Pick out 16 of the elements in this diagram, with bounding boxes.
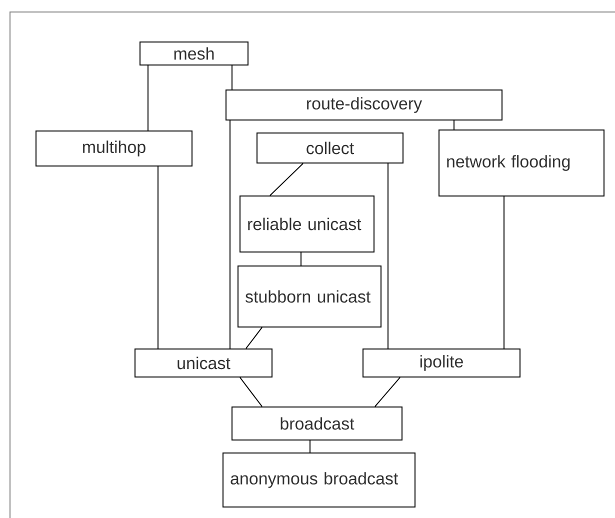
connector-line	[270, 162, 304, 196]
module-box: collect	[256, 132, 404, 164]
module-box: route-discovery	[226, 89, 502, 120]
module-box: reliable unicast	[240, 195, 374, 252]
module-box: anonymous broadcast	[222, 452, 416, 508]
module-box: broadcast	[232, 406, 402, 440]
module-box: stubborn unicast	[238, 266, 382, 328]
module-box: mesh	[140, 42, 248, 66]
connector-line	[300, 252, 302, 266]
module-box: multihop	[36, 130, 192, 166]
connector-line	[374, 376, 400, 407]
connector-line	[240, 376, 262, 407]
module-box: unicast	[134, 348, 272, 378]
module-box: network flooding	[438, 129, 604, 196]
connector-line	[246, 326, 262, 349]
module-box: ipolite	[362, 348, 520, 378]
